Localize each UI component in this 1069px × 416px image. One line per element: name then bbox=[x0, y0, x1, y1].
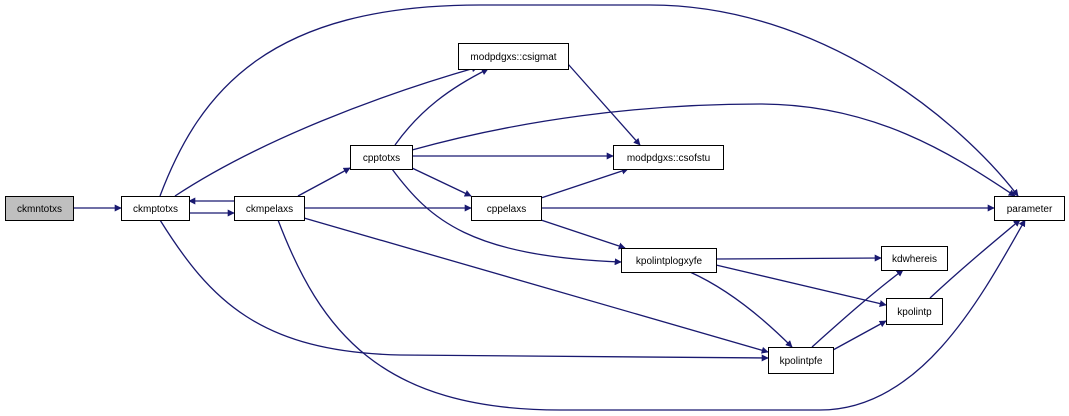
edge-ckmptotxs-to-modpdgxs_csigmat bbox=[174, 65, 479, 197]
node-kpolintplogxyfe[interactable]: kpolintplogxyfe bbox=[621, 248, 717, 273]
node-ckmntotxs[interactable]: ckmntotxs bbox=[5, 196, 74, 221]
node-label: parameter bbox=[1007, 204, 1053, 215]
edge-cpptotxs-to-cppelaxs bbox=[411, 167, 472, 197]
edge-arrow bbox=[929, 219, 1021, 299]
edge-ckmptotxs-to-kpolintpfe bbox=[159, 219, 769, 362]
node-box bbox=[768, 347, 834, 374]
node-cppelaxs[interactable]: cppelaxs bbox=[471, 196, 542, 221]
node-label: modpdgxs::csofstu bbox=[627, 153, 710, 164]
edge-arrow bbox=[567, 63, 641, 146]
edge-kpolintp-to-parameter bbox=[929, 219, 1021, 299]
node-modpdgxs-csofstu[interactable]: modpdgxs::csofstu bbox=[613, 145, 724, 170]
node-parameter[interactable]: parameter bbox=[994, 196, 1065, 221]
node-box bbox=[121, 196, 190, 221]
node-cpptotxs[interactable]: cpptotxs bbox=[350, 145, 413, 170]
edge-kpolintplogxyfe-to-kpolintp bbox=[715, 264, 887, 307]
edge-arrow bbox=[159, 219, 769, 362]
edge-arrow bbox=[689, 271, 793, 348]
edges-layer bbox=[73, 4, 1026, 411]
node-box bbox=[613, 145, 724, 170]
node-kdwhereis[interactable]: kdwhereis bbox=[881, 246, 948, 271]
edge-arrow bbox=[159, 4, 1019, 197]
node-box bbox=[881, 246, 948, 271]
edge-arrow bbox=[277, 219, 1026, 411]
edge-ckmpelaxs-to-kpolintpfe bbox=[303, 217, 769, 354]
edge-modpdgxs_csigmat-to-modpdgxs_csofstu bbox=[567, 63, 641, 146]
edge-arrow bbox=[411, 167, 472, 197]
edge-kpolintpfe-to-kpolintp bbox=[832, 320, 887, 351]
edge-arrow bbox=[715, 264, 887, 307]
edge-arrow bbox=[297, 167, 351, 197]
node-label: kdwhereis bbox=[892, 254, 937, 265]
node-modpdgxs-csigmat[interactable]: modpdgxs::csigmat bbox=[458, 43, 569, 70]
node-label: modpdgxs::csigmat bbox=[470, 52, 556, 63]
node-label: ckmntotxs bbox=[17, 204, 62, 215]
node-label: ckmptotxs bbox=[133, 204, 178, 215]
node-box bbox=[234, 196, 305, 221]
node-ckmptotxs[interactable]: ckmptotxs bbox=[121, 196, 190, 221]
nodes-layer: ckmntotxs ckmptotxs ckmpelaxs modpdgxs::csi… bbox=[5, 43, 1065, 374]
edge-kpolintplogxyfe-to-kpolintpfe bbox=[689, 271, 793, 348]
edge-cpptotxs-to-kpolintplogxyfe bbox=[391, 168, 622, 266]
node-box bbox=[471, 196, 542, 221]
edge-arrow bbox=[811, 269, 904, 348]
node-box bbox=[621, 248, 717, 273]
node-box bbox=[458, 43, 569, 70]
edge-cppelaxs-to-kpolintplogxyfe bbox=[540, 219, 626, 250]
edge-ckmptotxs-to-parameter bbox=[159, 4, 1019, 197]
edge-kpolintplogxyfe-to-kdwhereis bbox=[715, 254, 882, 262]
edge-arrow bbox=[540, 219, 626, 250]
node-kpolintpfe[interactable]: kpolintpfe bbox=[768, 347, 834, 374]
edge-ckmpelaxs-to-cpptotxs bbox=[297, 167, 351, 197]
node-label: cppelaxs bbox=[487, 204, 526, 215]
edge-kpolintpfe-to-kdwhereis bbox=[811, 269, 904, 348]
node-label: kpolintplogxyfe bbox=[636, 256, 703, 267]
edge-arrow bbox=[174, 65, 479, 197]
node-label: ckmpelaxs bbox=[246, 204, 293, 215]
edge-cpptotxs-to-parameter bbox=[411, 103, 1016, 197]
node-box bbox=[994, 196, 1065, 221]
node-label: cpptotxs bbox=[363, 153, 400, 164]
node-label: kpolintp bbox=[897, 307, 932, 318]
edge-arrow bbox=[715, 254, 882, 262]
edge-cpptotxs-to-modpdgxs_csigmat bbox=[394, 68, 489, 146]
edge-arrow bbox=[391, 168, 622, 266]
node-ckmpelaxs[interactable]: ckmpelaxs bbox=[234, 196, 305, 221]
node-kpolintp[interactable]: kpolintp bbox=[886, 298, 943, 325]
node-box bbox=[5, 196, 74, 221]
edge-arrow bbox=[394, 68, 489, 146]
node-box bbox=[886, 298, 943, 325]
edge-ckmpelaxs-to-parameter bbox=[277, 219, 1026, 411]
node-label: kpolintpfe bbox=[780, 356, 823, 367]
node-box bbox=[350, 145, 413, 170]
edge-arrow bbox=[832, 320, 887, 351]
edge-arrow bbox=[411, 103, 1016, 197]
edge-cppelaxs-to-modpdgxs_csofstu bbox=[540, 167, 629, 199]
edge-arrow bbox=[303, 217, 769, 354]
edge-arrow bbox=[540, 167, 629, 199]
